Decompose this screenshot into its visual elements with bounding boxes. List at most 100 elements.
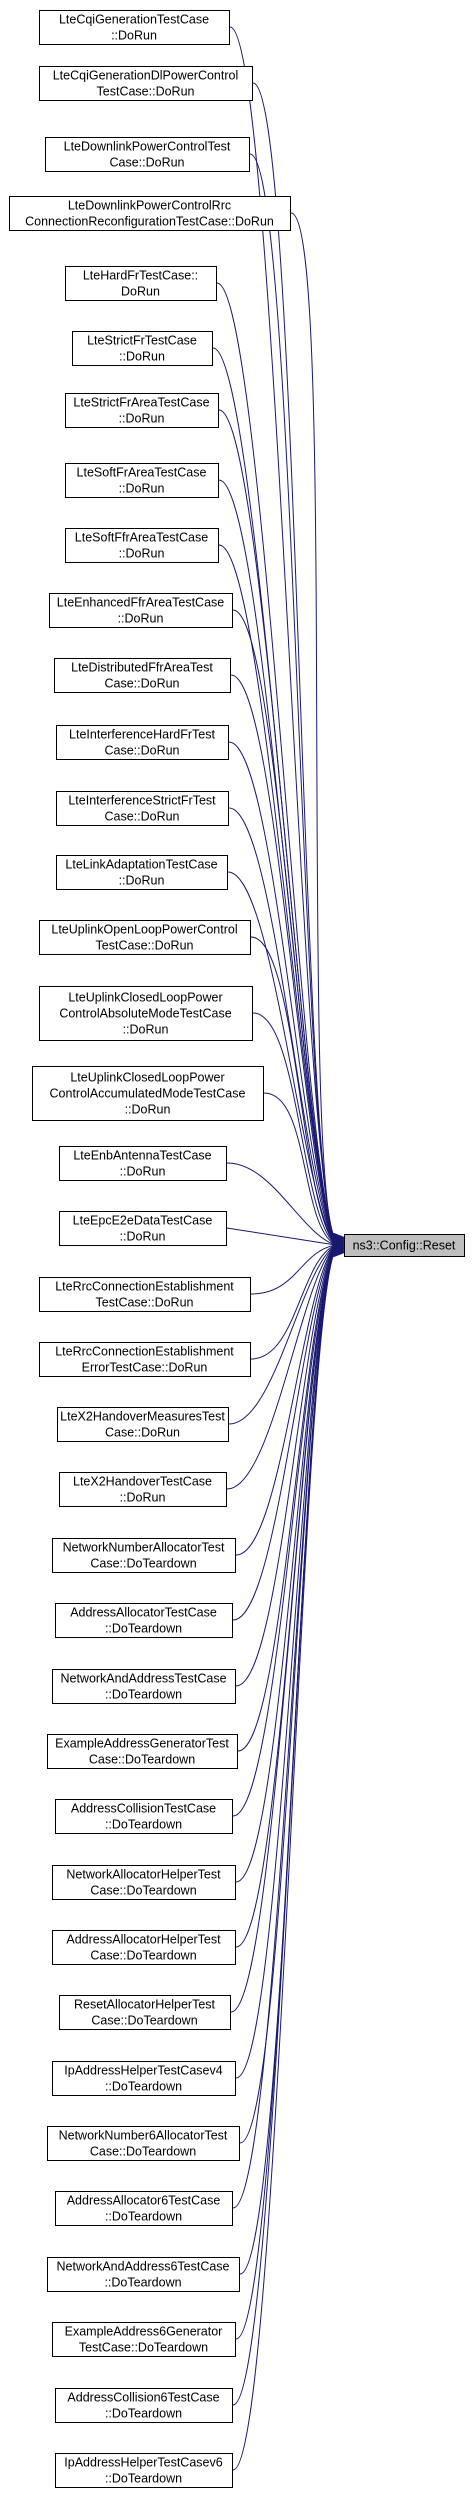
caller-node-label-line: Case::DoTeardown	[91, 2014, 197, 2028]
caller-node-label-line: ::DoRun	[119, 412, 165, 426]
call-edge	[250, 1245, 335, 1360]
call-edge	[232, 1248, 335, 1817]
caller-node-label-line: ::DoTeardown	[104, 2276, 181, 2290]
caller-node[interactable]: AddressAllocatorTestCase::DoTeardown	[55, 1603, 233, 1638]
caller-node-label-line: LteEnhancedFfrAreaTestCase	[57, 596, 225, 610]
caller-node-box	[55, 2191, 233, 2226]
call-edge	[218, 409, 335, 1240]
caller-node-label-line: TestCase::DoRun	[96, 939, 194, 953]
caller-node[interactable]: IpAddressHelperTestCasev4::DoTeardown	[52, 2061, 236, 2096]
caller-node[interactable]: LteDownlinkPowerControlRrcConnectionReco…	[9, 196, 291, 231]
caller-node-label-line: LteStrictFrTestCase	[87, 334, 197, 348]
caller-node-label-line: ::DoRun	[119, 350, 165, 364]
caller-node[interactable]: LteEnhancedFfrAreaTestCase::DoRun	[49, 593, 233, 628]
caller-node[interactable]: LteUplinkClosedLoopPowerControlAccumulat…	[32, 1066, 264, 1121]
caller-node-label-line: LteUplinkClosedLoopPower	[68, 991, 222, 1005]
caller-node-box	[52, 1538, 236, 1573]
caller-node-label-line: Case::DoTeardown	[90, 1884, 196, 1898]
caller-node-label-line: LteCqiGenerationDlPowerControl	[53, 69, 239, 83]
caller-node-box	[52, 2322, 236, 2357]
target-node[interactable]: ns3::Config::Reset	[344, 1234, 465, 1257]
caller-node[interactable]: LteSoftFrAreaTestCase::DoRun	[65, 463, 219, 498]
caller-node-label-line: ::DoRun	[118, 612, 164, 626]
caller-node-box	[52, 1669, 236, 1704]
caller-node-label-line: LteInterferenceHardFrTest	[69, 728, 215, 742]
call-edge	[252, 1012, 335, 1244]
caller-node[interactable]: LteHardFrTestCase::DoRun	[65, 266, 217, 301]
caller-node[interactable]: LteLinkAdaptationTestCase::DoRun	[56, 855, 228, 890]
caller-node-label-line: ExampleAddressGeneratorTest	[55, 1737, 229, 1751]
caller-node[interactable]: AddressAllocator6TestCase::DoTeardown	[55, 2191, 233, 2226]
caller-node-label-line: TestCase::DoTeardown	[79, 2341, 208, 2355]
caller-node-label-line: ::DoTeardown	[105, 1818, 182, 1832]
caller-node[interactable]: NetworkAndAddress6TestCase::DoTeardown	[47, 2257, 240, 2292]
caller-node-box	[59, 1472, 227, 1507]
caller-node-label-line: ResetAllocatorHelperTest	[74, 1998, 216, 2012]
caller-node[interactable]: LteStrictFrAreaTestCase::DoRun	[65, 393, 219, 428]
caller-node[interactable]: LteUplinkOpenLoopPowerControlTestCase::D…	[39, 920, 251, 955]
caller-node[interactable]: LteStrictFrTestCase::DoRun	[72, 331, 213, 366]
call-edge	[228, 741, 335, 1242]
caller-node-label-line: LteHardFrTestCase::	[83, 269, 198, 283]
caller-node-label-line: LteStrictFrAreaTestCase	[73, 396, 209, 410]
caller-node-box	[32, 1066, 264, 1121]
config-reset-node[interactable]: ns3::Config::Reset	[344, 1234, 465, 1257]
caller-node-box	[9, 196, 291, 231]
call-edge	[250, 936, 335, 1244]
caller-node-label-line: LteSoftFfrAreaTestCase	[75, 531, 208, 545]
caller-node[interactable]: LteCqiGenerationDlPowerControlTestCase::…	[39, 66, 253, 101]
caller-node[interactable]: ExampleAddressGeneratorTestCase::DoTeard…	[47, 1734, 238, 1769]
call-edge	[235, 1246, 335, 1556]
caller-node-box	[59, 1995, 231, 2030]
caller-node[interactable]: NetworkNumberAllocatorTestCase::DoTeardo…	[52, 1538, 236, 1573]
caller-node-box	[56, 791, 229, 826]
caller-node-label-line: NetworkAndAddress6TestCase	[57, 2260, 230, 2274]
caller-node-box	[59, 1146, 227, 1181]
caller-node-label-line: LteUplinkClosedLoopPower	[70, 1071, 224, 1085]
caller-node[interactable]: LteEnbAntennaTestCase::DoRun	[59, 1146, 227, 1181]
caller-node[interactable]: LteEpcE2eDataTestCase::DoRun	[59, 1211, 227, 1246]
caller-node[interactable]: LteUplinkClosedLoopPowerControlAbsoluteM…	[39, 986, 253, 1041]
caller-node-label-line: TestCase::DoRun	[97, 85, 195, 99]
caller-node-box	[55, 2453, 233, 2488]
config-reset-node-label-line: ns3::Config::Reset	[353, 1239, 456, 1253]
caller-node-label-line: ::DoRun	[120, 1491, 166, 1505]
caller-node[interactable]: AddressAllocatorHelperTestCase::DoTeardo…	[52, 1930, 236, 1965]
caller-node[interactable]: IpAddressHelperTestCasev6::DoTeardown	[55, 2453, 233, 2488]
caller-node-label-line: ::DoRun	[120, 1230, 166, 1244]
caller-node[interactable]: LteCqiGenerationTestCase::DoRun	[39, 10, 230, 45]
caller-node-label-line: IpAddressHelperTestCasev6	[64, 2456, 222, 2470]
caller-node[interactable]: NetworkAllocatorHelperTestCase::DoTeardo…	[52, 1865, 236, 1900]
caller-node-label-line: ::DoTeardown	[105, 2407, 182, 2421]
caller-node-label-line: ::DoRun	[125, 1103, 171, 1117]
caller-node-label-line: LteInterferenceStrictFrTest	[68, 794, 216, 808]
caller-node-label-line: Case::DoRun	[104, 744, 179, 758]
caller-node[interactable]: LteRrcConnectionEstablishmentTestCase::D…	[39, 1277, 251, 1312]
caller-node[interactable]: NetworkAndAddressTestCase::DoTeardown	[52, 1669, 236, 1704]
caller-node[interactable]: LteX2HandoverTestCase::DoRun	[59, 1472, 227, 1507]
caller-node[interactable]: LteSoftFfrAreaTestCase::DoRun	[65, 528, 219, 563]
caller-node[interactable]: NetworkNumber6AllocatorTestCase::DoTeard…	[47, 2126, 240, 2161]
caller-node[interactable]: AddressCollisionTestCase::DoTeardown	[55, 1799, 233, 1834]
caller-node-box	[39, 10, 230, 45]
caller-node-box	[54, 658, 231, 693]
caller-node-label-line: LteX2HandoverMeasuresTest	[60, 1410, 225, 1424]
caller-node[interactable]: AddressCollision6TestCase::DoTeardown	[55, 2388, 233, 2423]
caller-node-box	[72, 331, 213, 366]
caller-node[interactable]: LteRrcConnectionEstablishmentErrorTestCa…	[39, 1342, 251, 1377]
caller-node[interactable]: ExampleAddress6GeneratorTestCase::DoTear…	[52, 2322, 236, 2357]
caller-node-label-line: DoRun	[121, 285, 160, 299]
caller-node-box	[39, 1342, 251, 1377]
caller-node-box	[65, 266, 217, 301]
call-edge	[232, 1251, 335, 2209]
caller-node-box	[47, 2257, 240, 2292]
call-edge	[239, 1250, 335, 2144]
caller-node-label-line: LteRrcConnectionEstablishment	[55, 1280, 234, 1294]
